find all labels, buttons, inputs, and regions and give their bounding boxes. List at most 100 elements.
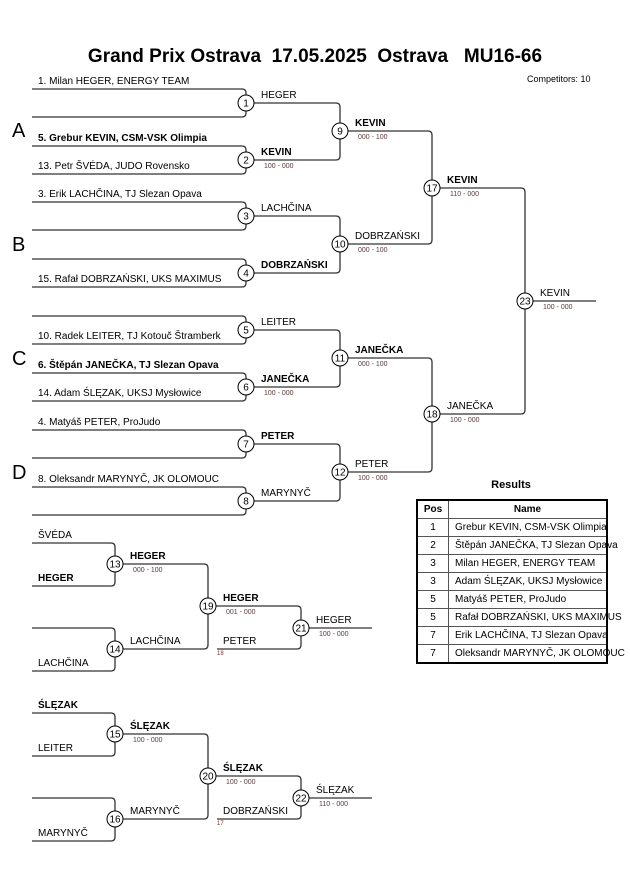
match-number-circle <box>423 405 441 423</box>
bracket-line <box>432 187 526 415</box>
repechage-entry-label: MARYNYČ <box>38 826 88 839</box>
match-number: 14 <box>109 645 121 656</box>
match-winner: HEGER <box>261 90 297 101</box>
match-number-circle <box>106 640 124 658</box>
source-match-ref: 18 <box>217 651 224 657</box>
pool-letter: A <box>12 120 26 142</box>
match-winner: JANEČKA <box>261 372 309 385</box>
entry-label: 5. Grebur KEVIN, CSM-VSK Olimpia <box>38 133 207 144</box>
pos-header: Pos <box>418 501 449 518</box>
entry-label: 6. Štěpán JANEČKA, TJ Slezan Opava <box>38 358 219 371</box>
repechage-entry-label: ŚLĘZAK <box>38 698 79 711</box>
match-number-circle <box>292 789 310 807</box>
match-winner: LACHČINA <box>261 201 312 214</box>
match-number-circle <box>199 767 217 785</box>
match-number: 13 <box>109 560 121 571</box>
match-number: 21 <box>295 624 307 635</box>
bracket-line <box>32 201 247 231</box>
results-row: 2 Štěpán JANEČKA, TJ Slezan Opava <box>418 536 618 554</box>
match-number: 5 <box>243 326 249 337</box>
result-pos: 1 <box>418 519 449 536</box>
match-winner: PETER <box>355 459 388 470</box>
result-pos: 3 <box>418 573 449 590</box>
match-number: 11 <box>335 354 346 365</box>
source-match-ref: 17 <box>217 821 224 827</box>
match-number-circle <box>331 349 349 367</box>
match-score: 100 - 000 <box>133 737 163 744</box>
competitors-count: Competitors: 10 <box>527 74 591 84</box>
match-winner: DOBRZAŃSKI <box>355 229 420 242</box>
match-score: 100 - 000 <box>264 163 294 170</box>
match-number-circle <box>199 597 217 615</box>
match-score: 100 - 000 <box>450 417 480 424</box>
bracket-line <box>32 429 247 459</box>
match-number-circle <box>237 378 255 396</box>
results-row: 1 Grebur KEVIN, CSM-VSK Olimpia <box>418 518 607 536</box>
match-winner: PETER <box>261 431 295 442</box>
match-score: 100 - 000 <box>226 779 256 786</box>
repechage-entry-label: LACHČINA <box>38 656 89 669</box>
match-winner: JANEČKA <box>355 343 403 356</box>
result-name: Štěpán JANEČKA, TJ Slezan Opava <box>455 540 618 551</box>
match-winner: HEGER <box>316 615 352 626</box>
match-number: 20 <box>202 772 214 783</box>
match-number: 16 <box>109 815 121 826</box>
repechage-opponent: PETER <box>223 636 256 647</box>
result-pos: 5 <box>418 591 449 608</box>
match-winner: KEVIN <box>355 118 386 129</box>
match-winner: ŚLĘZAK <box>223 761 264 774</box>
match-score: 000 - 100 <box>358 247 388 254</box>
match-winner: LEITER <box>261 317 296 328</box>
pool-letter: C <box>12 348 26 370</box>
result-name: Grebur KEVIN, CSM-VSK Olimpia <box>455 522 607 533</box>
result-pos: 3 <box>418 555 449 572</box>
match-winner: KEVIN <box>261 147 292 158</box>
match-score: 100 - 000 <box>264 390 294 397</box>
result-pos: 7 <box>418 627 449 644</box>
entry-label: 1. Milan HEGER, ENERGY TEAM <box>38 76 189 87</box>
match-number: 1 <box>243 99 249 110</box>
match-number: 15 <box>109 730 121 741</box>
match-score: 000 - 100 <box>358 134 388 141</box>
entry-label: 14. Adam ŚLĘZAK, UKSJ Mysłowice <box>38 386 202 399</box>
match-winner: ŚLĘZAK <box>316 783 355 796</box>
match-number-circle <box>423 179 441 197</box>
match-score: 100 - 000 <box>319 631 349 638</box>
result-pos: 2 <box>418 537 449 554</box>
results-table: Pos Name 1 Grebur KEVIN, CSM-VSK Olimpia 2… <box>416 499 625 664</box>
match-number: 18 <box>426 410 438 421</box>
match-score: 001 - 000 <box>226 609 256 616</box>
match-number: 12 <box>334 468 346 479</box>
name-header: Name <box>513 504 542 515</box>
match-number: 9 <box>337 127 343 138</box>
match-score: 000 - 100 <box>358 361 388 368</box>
match-number-circle <box>237 207 255 225</box>
match-number: 10 <box>334 240 346 251</box>
match-number: 4 <box>243 269 249 280</box>
pool-letter: D <box>12 462 26 484</box>
match-score: 100 - 000 <box>358 475 388 482</box>
match-number-circle <box>106 555 124 573</box>
entry-label: 15. Rafał DOBRZAŃSKI, UKS MAXIMUS <box>38 272 222 285</box>
entry-label: 4. Matyáš PETER, ProJudo <box>38 417 161 428</box>
match-winner: LACHČINA <box>130 634 181 647</box>
match-winner: KEVIN <box>447 175 478 186</box>
match-winner: HEGER <box>223 593 259 604</box>
match-number-circle <box>237 264 255 282</box>
match-winner: DOBRZAŃSKI <box>261 258 328 271</box>
bracket-line <box>32 88 247 118</box>
entry-label: 8. Oleksandr MARYNYČ, JK OLOMOUC <box>38 472 219 485</box>
match-score: 100 - 000 <box>543 304 573 311</box>
match-number-circle <box>237 435 255 453</box>
match-number-circle <box>237 321 255 339</box>
entry-label: 13. Petr ŠVÉDA, JUDO Rovensko <box>38 159 190 172</box>
bracket-line <box>340 357 433 473</box>
match-score: 110 - 000 <box>450 191 479 198</box>
bracket-line <box>340 130 433 245</box>
entry-label: 3. Erik LACHČINA, TJ Slezan Opava <box>38 187 202 200</box>
